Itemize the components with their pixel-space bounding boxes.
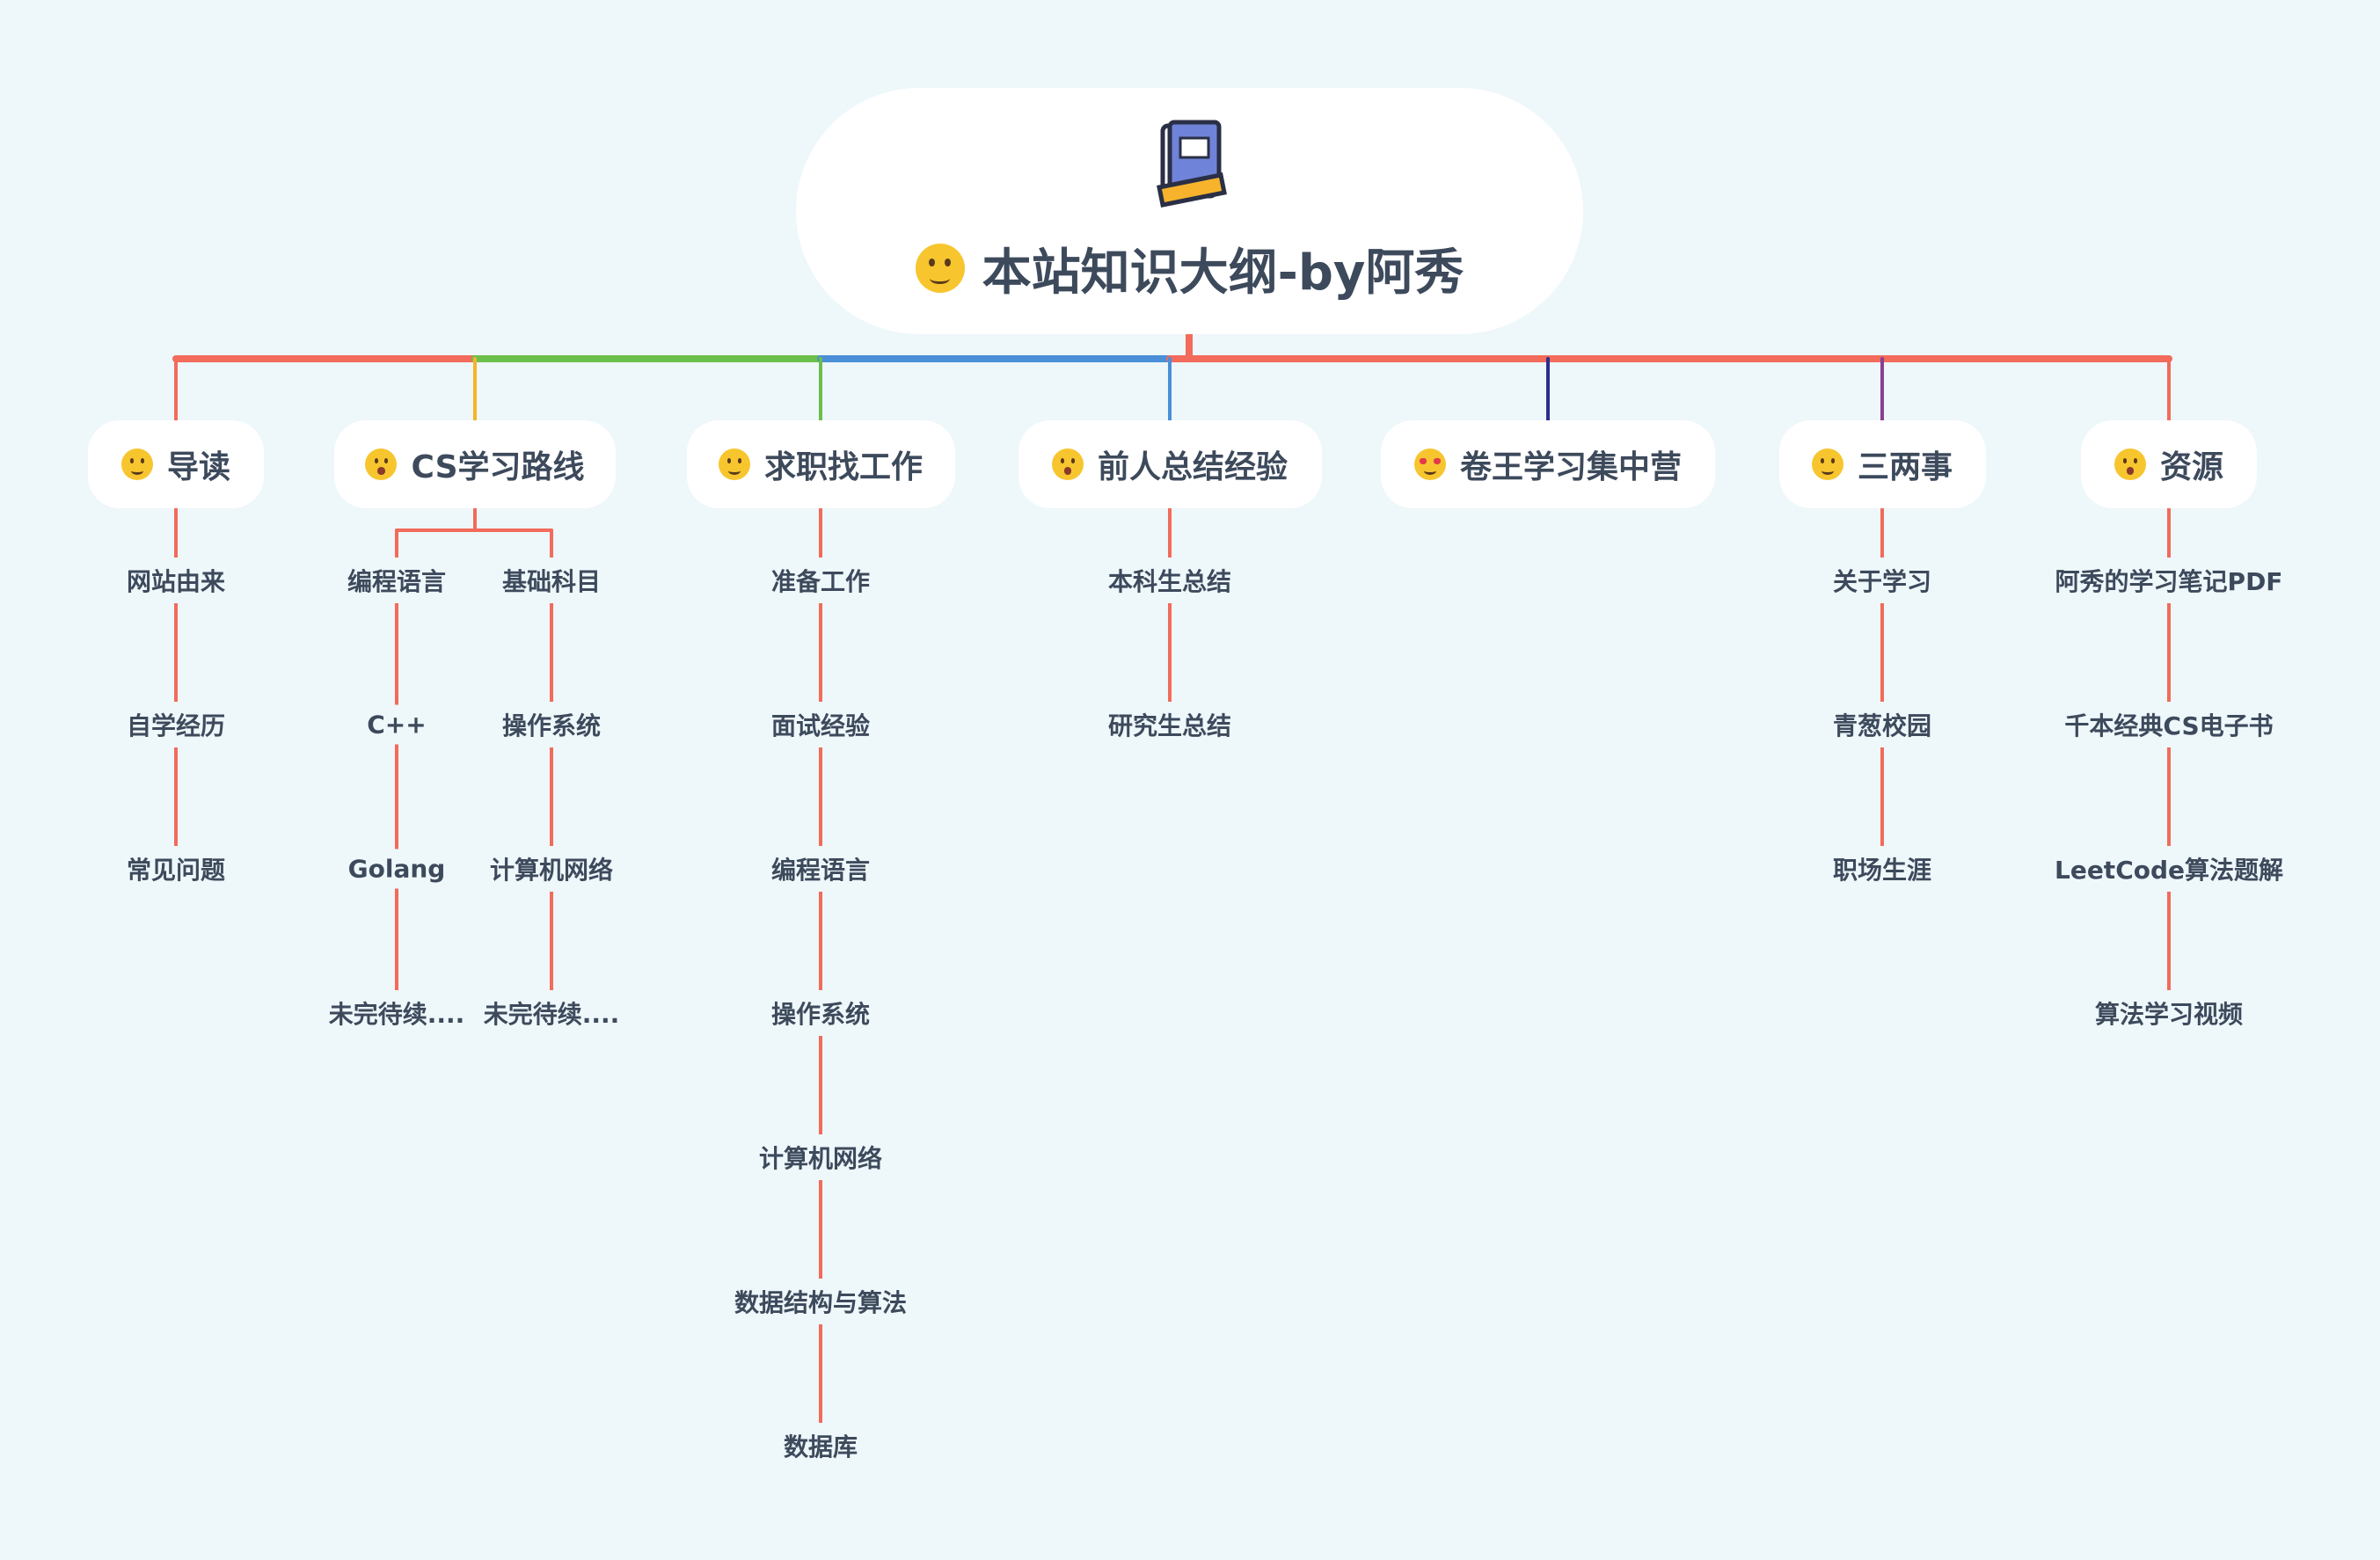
leaf-topic[interactable]: 青葱校园 <box>1829 702 1936 747</box>
leaf-topic[interactable]: 基础科目 <box>498 558 605 603</box>
leaf-topic[interactable]: 算法学习视频 <box>2091 990 2247 1036</box>
smiling-face-icon <box>120 448 153 480</box>
leaf-topic[interactable]: 未完待续.... <box>325 990 469 1036</box>
book-icon <box>1156 120 1227 208</box>
main-topic[interactable]: 导读 <box>88 420 264 508</box>
leaf-topic[interactable]: 网站由来 <box>122 558 230 603</box>
main-topic-label: 求职找工作 <box>763 449 923 485</box>
main-topic-label: 导读 <box>166 449 230 485</box>
leaf-topic[interactable]: 阿秀的学习笔记PDF <box>2051 558 2287 603</box>
leaf-topic[interactable]: 未完待续.... <box>479 990 624 1036</box>
root-title: 本站知识大纲-by阿秀 <box>982 244 1464 302</box>
root-topic[interactable]: 本站知识大纲-by阿秀 <box>796 88 1583 334</box>
heart-eyes-face-icon <box>1413 448 1446 480</box>
leaf-topic[interactable]: 编程语言 <box>343 558 450 603</box>
leaf-topic[interactable]: C++ <box>363 704 430 745</box>
leaf-topic[interactable]: 面试经验 <box>767 702 874 747</box>
leaf-topic[interactable]: 操作系统 <box>498 702 605 747</box>
leaf-topic[interactable]: 千本经典CS电子书 <box>2061 702 2277 747</box>
leaf-topic[interactable]: 关于学习 <box>1829 558 1936 603</box>
main-topic-label: 前人总结经验 <box>1097 449 1288 485</box>
main-topic[interactable]: 三两事 <box>1778 420 1986 508</box>
astonished-face-icon <box>2114 448 2146 480</box>
leaf-topic[interactable]: 数据库 <box>779 1423 862 1469</box>
leaf-topic[interactable]: 职场生涯 <box>1829 846 1936 892</box>
main-topic-label: 资源 <box>2159 449 2223 485</box>
leaf-topic[interactable]: LeetCode算法题解 <box>2050 846 2288 892</box>
leaf-topic[interactable]: 本科生总结 <box>1104 558 1236 603</box>
thinking-face-icon <box>1811 448 1843 480</box>
main-topic-label: CS学习路线 <box>411 449 585 485</box>
leaf-topic[interactable]: 常见问题 <box>122 846 230 892</box>
leaf-topic[interactable]: 自学经历 <box>122 702 230 747</box>
astonished-face-icon <box>365 448 398 480</box>
main-topic[interactable]: 前人总结经验 <box>1018 420 1322 508</box>
main-topic-label: 三两事 <box>1857 449 1953 485</box>
main-topic[interactable]: CS学习路线 <box>334 420 616 508</box>
grinning-face-icon <box>915 244 965 293</box>
main-topic[interactable]: 卷王学习集中营 <box>1381 420 1715 508</box>
leaf-topic[interactable]: 计算机网络 <box>755 1134 887 1180</box>
main-topic[interactable]: 资源 <box>2081 420 2257 508</box>
leaf-topic[interactable]: 计算机网络 <box>485 846 617 892</box>
leaf-topic[interactable]: 准备工作 <box>767 558 874 603</box>
leaf-topic[interactable]: 操作系统 <box>767 990 874 1036</box>
leaf-topic[interactable]: 研究生总结 <box>1104 702 1236 747</box>
leaf-topic[interactable]: 编程语言 <box>767 846 874 892</box>
leaf-topic[interactable]: 数据结构与算法 <box>730 1279 911 1324</box>
downcast-sweat-face-icon <box>718 448 750 480</box>
main-topic[interactable]: 求职找工作 <box>686 420 955 508</box>
kissing-face-icon <box>1051 448 1084 480</box>
leaf-topic[interactable]: Golang <box>344 849 449 889</box>
main-topic-label: 卷王学习集中营 <box>1459 449 1682 485</box>
